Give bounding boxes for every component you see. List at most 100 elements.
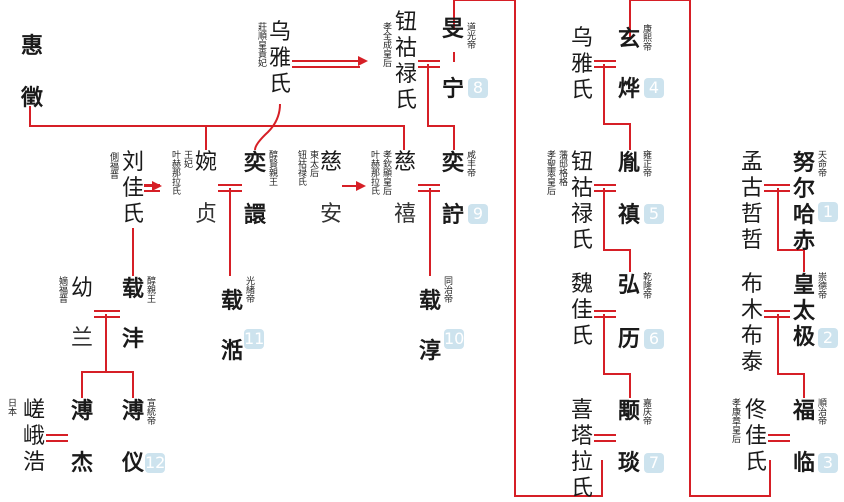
- title-shunzhi: 順治帝: [816, 398, 826, 425]
- marriage-xita-yongyan: [594, 434, 616, 442]
- title-difujin: 嫡福晋: [57, 276, 67, 303]
- yinzhen-hongli: [603, 188, 631, 272]
- arrow-cian-cixi-head: [356, 181, 366, 191]
- wuya-yixuan-curve: [254, 103, 281, 151]
- person-bumubutai: 布木布泰: [740, 272, 763, 375]
- title-chongde: 崇德帝: [816, 272, 826, 299]
- person-yixuan-1: 奕: [243, 150, 266, 176]
- title-cefujin: 側福晋: [108, 152, 118, 179]
- person-wanzhen-2: 贞: [194, 202, 217, 227]
- title-xiaoquan: 孝全成皇后: [381, 22, 391, 67]
- youlan-children: [81, 314, 134, 398]
- title-kangxi: 康熙帝: [641, 24, 651, 51]
- badge-10: 10: [444, 329, 465, 349]
- person-xitala: 喜塔拉氏: [570, 398, 593, 501]
- title-xiaosheng-2: 藩邸格格: [557, 150, 567, 186]
- badge-1: 1: [818, 202, 838, 222]
- person-yizhu-2: 詝: [441, 202, 464, 228]
- badge-9: 9: [468, 204, 488, 224]
- title-xiaokangzhang: 孝康章皇后: [730, 398, 740, 443]
- badge-12: 12: [145, 453, 166, 473]
- title-xiaosheng: 孝聖憲皇后: [545, 150, 555, 195]
- person-wei: 魏佳氏: [570, 272, 593, 349]
- lineage-outline-2: [630, 0, 771, 497]
- title-yongzheng: 雍正帝: [641, 150, 651, 177]
- huangtaiji-fulin: [777, 314, 805, 398]
- badge-2: 2: [818, 328, 838, 348]
- person-xuanye-2: 烨: [617, 76, 640, 102]
- badge-7: 7: [644, 453, 664, 473]
- title-chunqinwang: 醇親王: [145, 276, 155, 303]
- arrow-liu-wan-head: [152, 181, 162, 191]
- person-fulin-1: 福: [792, 398, 815, 424]
- person-menggu: 孟古哲哲: [740, 150, 763, 253]
- person-xuanye-1: 玄: [617, 26, 640, 52]
- person-yinzhen-2: 禛: [617, 202, 640, 228]
- person-cian-1: 慈: [319, 150, 342, 175]
- person-yinzhen-1: 胤: [617, 150, 640, 176]
- person-wanzhen-1: 婉: [194, 150, 217, 175]
- person-zaifeng-2: 沣: [121, 326, 144, 352]
- person-puyi-2: 仪: [121, 450, 144, 476]
- person-hongli-1: 弘: [617, 272, 640, 298]
- person-saga-hiro: 嵯峨浩: [22, 398, 45, 475]
- arrow-wuya-niu-head: [358, 56, 368, 66]
- person-nurhaci: 努尔哈赤: [792, 150, 815, 254]
- person-zaifeng-1: 载: [121, 276, 144, 302]
- badge-6: 6: [644, 329, 664, 349]
- title-jiaqing: 嘉庆帝: [641, 398, 651, 425]
- title-wanzhen: 叶赫那拉氏: [170, 150, 180, 195]
- title-zhuangshun: 莊順皇貴妃: [256, 22, 266, 67]
- title-yixuan: 醇賢親王: [267, 150, 277, 186]
- title-xianfeng: 咸丰帝: [465, 150, 475, 177]
- badge-3: 3: [818, 453, 838, 473]
- badge-5: 5: [644, 204, 664, 224]
- person-tong: 佟佳氏: [744, 398, 767, 475]
- title-tongzhi: 同治帝: [442, 276, 452, 303]
- person-minning-1: 旻: [441, 16, 464, 42]
- title-tianming: 天命帝: [816, 150, 826, 177]
- title-xuantong: 宣統帝: [145, 398, 155, 425]
- title-qianlong: 乾隆帝: [641, 272, 651, 299]
- person-youlan-2: 兰: [70, 326, 93, 351]
- lineage-outline-1: [454, 0, 603, 497]
- person-yizhu-1: 奕: [441, 150, 464, 176]
- person-pujie-2: 杰: [70, 450, 93, 476]
- hongli-yongyan: [603, 314, 631, 398]
- title-japan: 日本: [6, 398, 16, 416]
- person-wuya-2: 乌雅氏: [570, 26, 593, 103]
- person-puyi-1: 溥: [121, 398, 144, 424]
- person-yixuan-2: 譞: [243, 202, 266, 228]
- xuanye-yinzhen: [603, 64, 631, 150]
- title-guangxu: 光緒帝: [244, 276, 254, 303]
- title-daoguang: 道光帝: [465, 22, 475, 49]
- hui-zheng-line: [29, 106, 405, 150]
- person-liu: 刘佳氏: [121, 150, 144, 227]
- title-cian: 钮祜禄氏: [296, 150, 306, 186]
- person-niu-xiaoquan: 钮祜禄氏: [394, 10, 417, 113]
- person-zaichun: 载淳: [418, 288, 441, 364]
- person-cixi-1: 慈: [393, 150, 416, 175]
- person-zaitian: 载湉: [220, 288, 243, 364]
- person-minning-2: 宁: [441, 76, 464, 102]
- title-wanzhen-2: 王妃: [182, 150, 192, 168]
- person-yongyan-2: 琰: [617, 450, 640, 476]
- person-cian-2: 安: [319, 202, 342, 227]
- marriage-saga-pujie: [46, 434, 68, 442]
- badge-11: 11: [244, 329, 265, 349]
- badge-4: 4: [644, 78, 664, 98]
- person-niu-xiaosheng: 钮祜禄氏: [570, 150, 593, 253]
- person-cixi-2: 禧: [393, 202, 416, 227]
- person-yongyan-1: 颙: [617, 398, 640, 424]
- badge-8: 8: [468, 78, 488, 98]
- marriage-tong-fulin: [768, 434, 790, 442]
- nurhaci-huangtaiji: [777, 188, 805, 272]
- person-youlan-1: 幼: [70, 276, 93, 301]
- title-cixi-2: 孝欽顯皇后: [381, 150, 391, 195]
- niu-yizhu: [427, 64, 455, 150]
- person-pujie-1: 溥: [70, 398, 93, 424]
- person-hui-zheng: 惠徵: [20, 33, 43, 111]
- person-wuya-zhuangshun: 乌雅氏: [268, 20, 291, 97]
- person-fulin-2: 临: [792, 450, 815, 476]
